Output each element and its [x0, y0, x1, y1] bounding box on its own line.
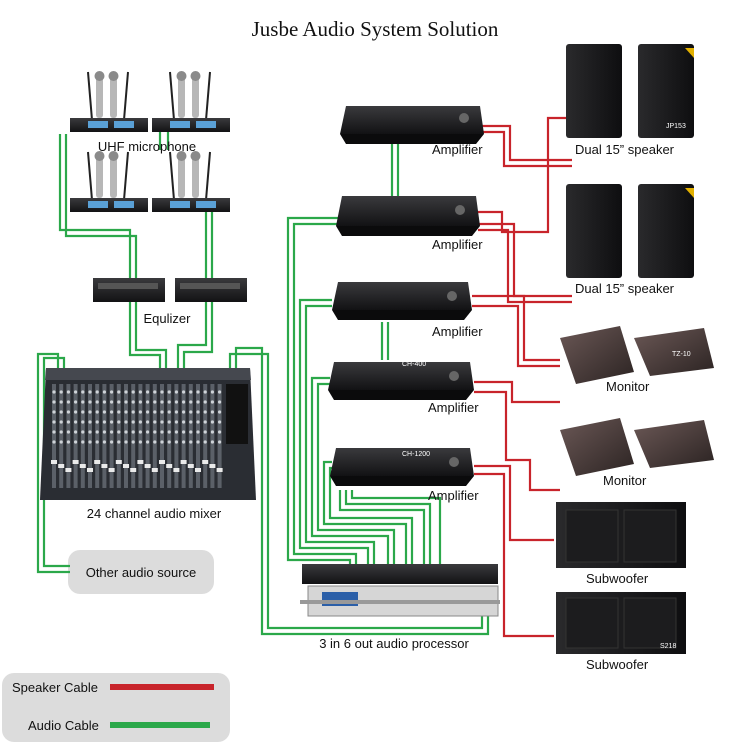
- processor-label: 3 in 6 out audio processor: [319, 636, 469, 651]
- amp-model: CH-400: [402, 361, 426, 368]
- speaker-label: Subwoofer: [586, 657, 649, 672]
- legend-speaker-cable-swatch: [110, 684, 214, 690]
- amplifier-unit: CH-400: [328, 361, 474, 400]
- subwoofer-cabinet: S218: [556, 592, 686, 654]
- speaker-badge: TZ-10: [672, 351, 691, 358]
- legend-audio-cable-swatch: [110, 722, 210, 728]
- amplifier-label: Amplifier: [428, 400, 479, 415]
- speaker-badge: JP153: [666, 123, 686, 130]
- mixer-label: 24 channel audio mixer: [87, 506, 222, 521]
- audio-processor-device: [300, 564, 500, 617]
- speaker-cabinet: [566, 184, 694, 278]
- speaker-cables: [472, 116, 572, 638]
- diagram-title: Jusbe Audio System Solution: [252, 17, 499, 41]
- amp-model: CH-1200: [402, 451, 430, 458]
- microphone-label: UHF microphone: [98, 139, 196, 154]
- amplifier-label: Amplifier: [428, 488, 479, 503]
- audio-mixer-device: [40, 368, 256, 500]
- monitor-speaker: TZ-10: [560, 326, 714, 384]
- amplifier-unit: CH-800: [336, 189, 480, 236]
- amp-model: CH-800: [410, 99, 434, 106]
- speaker-badge: S218: [660, 643, 676, 650]
- legend-speaker-cable-label: Speaker Cable: [12, 680, 98, 695]
- speaker-label: Dual 15” speaker: [575, 142, 675, 157]
- speaker-label: Monitor: [606, 379, 650, 394]
- amplifier-label: Amplifier: [432, 324, 483, 339]
- amp-model: CH-400: [404, 275, 428, 282]
- amplifier-unit: CH-800: [340, 99, 484, 144]
- amplifier-label: Amplifier: [432, 142, 483, 157]
- other-source-bubble: [68, 550, 214, 594]
- monitor-speaker: [560, 418, 714, 476]
- speaker-label: Monitor: [603, 473, 647, 488]
- equalizer-label: Equlizer: [144, 311, 192, 326]
- speaker-label: Subwoofer: [586, 571, 649, 586]
- amplifier-label: Amplifier: [432, 237, 483, 252]
- amplifier-unit: CH-400: [332, 275, 472, 320]
- audio-cables: [36, 124, 490, 636]
- mixer-fader-strip: [51, 384, 223, 488]
- speaker-cabinet: JP153: [566, 44, 694, 138]
- equalizer-device: [93, 278, 247, 302]
- uhf-microphone-receiver: [70, 71, 230, 212]
- subwoofer-cabinet: [556, 502, 686, 568]
- amp-model: CH-800: [406, 189, 430, 196]
- legend-audio-cable-label: Audio Cable: [28, 718, 99, 733]
- speaker-label: Dual 15” speaker: [575, 281, 675, 296]
- amplifier-unit: CH-1200: [330, 448, 474, 486]
- other-source-label: Other audio source: [86, 565, 197, 580]
